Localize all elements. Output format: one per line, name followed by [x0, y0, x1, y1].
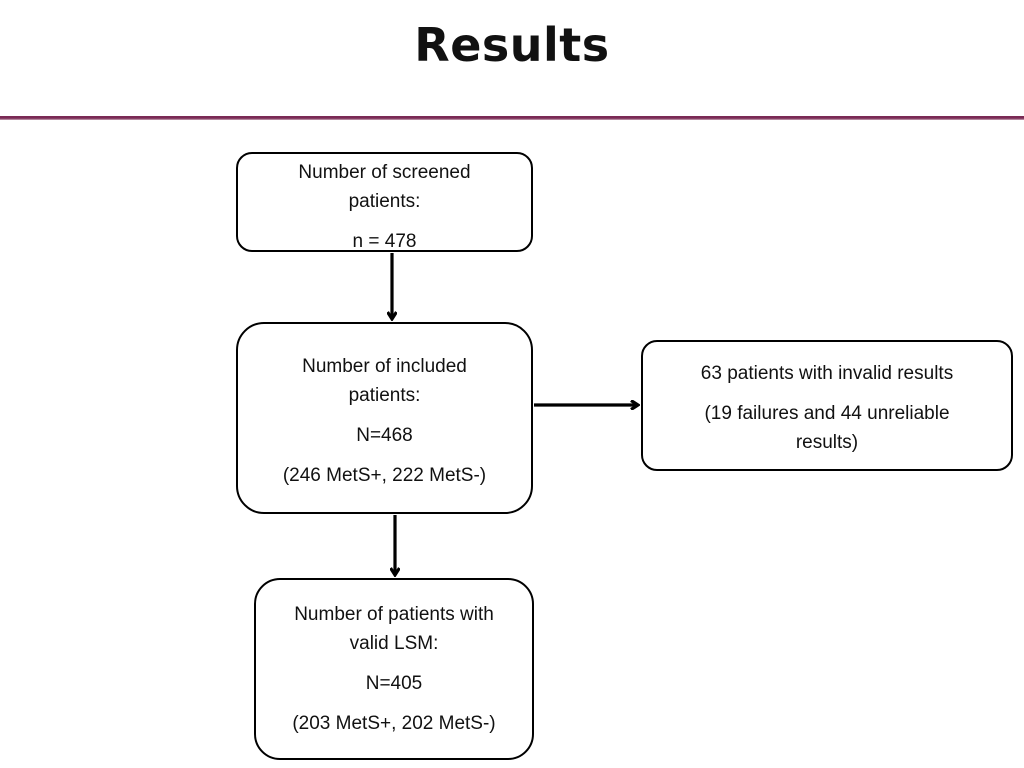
screened-patients-box: Number of screened patients: n = 478 [236, 152, 533, 252]
screened-count: n = 478 [352, 231, 417, 252]
included-patients-box: Number of included patients: N=468 (246 … [236, 322, 533, 514]
slide-title: Results [414, 18, 610, 72]
invalid-results-box: 63 patients with invalid results (19 fai… [641, 340, 1013, 471]
valid-label-line2: valid LSM: [349, 633, 439, 654]
title-divider [0, 116, 1024, 120]
invalid-detail-line1: (19 failures and 44 unreliable [704, 403, 950, 424]
screened-label-line2: patients: [348, 191, 421, 212]
included-label-line1: Number of included [302, 356, 467, 377]
valid-lsm-box: Number of patients with valid LSM: N=405… [254, 578, 534, 760]
valid-label-line1: Number of patients with [294, 604, 494, 625]
invalid-summary: 63 patients with invalid results [700, 363, 954, 384]
included-label-line2: patients: [348, 385, 421, 406]
screened-label-line1: Number of screened [298, 162, 471, 183]
valid-count: N=405 [365, 673, 423, 694]
included-count: N=468 [356, 425, 413, 446]
included-breakdown: (246 MetS+, 222 MetS-) [282, 465, 487, 486]
valid-breakdown: (203 MetS+, 202 MetS-) [292, 713, 496, 734]
invalid-detail-line2: results) [795, 432, 859, 453]
